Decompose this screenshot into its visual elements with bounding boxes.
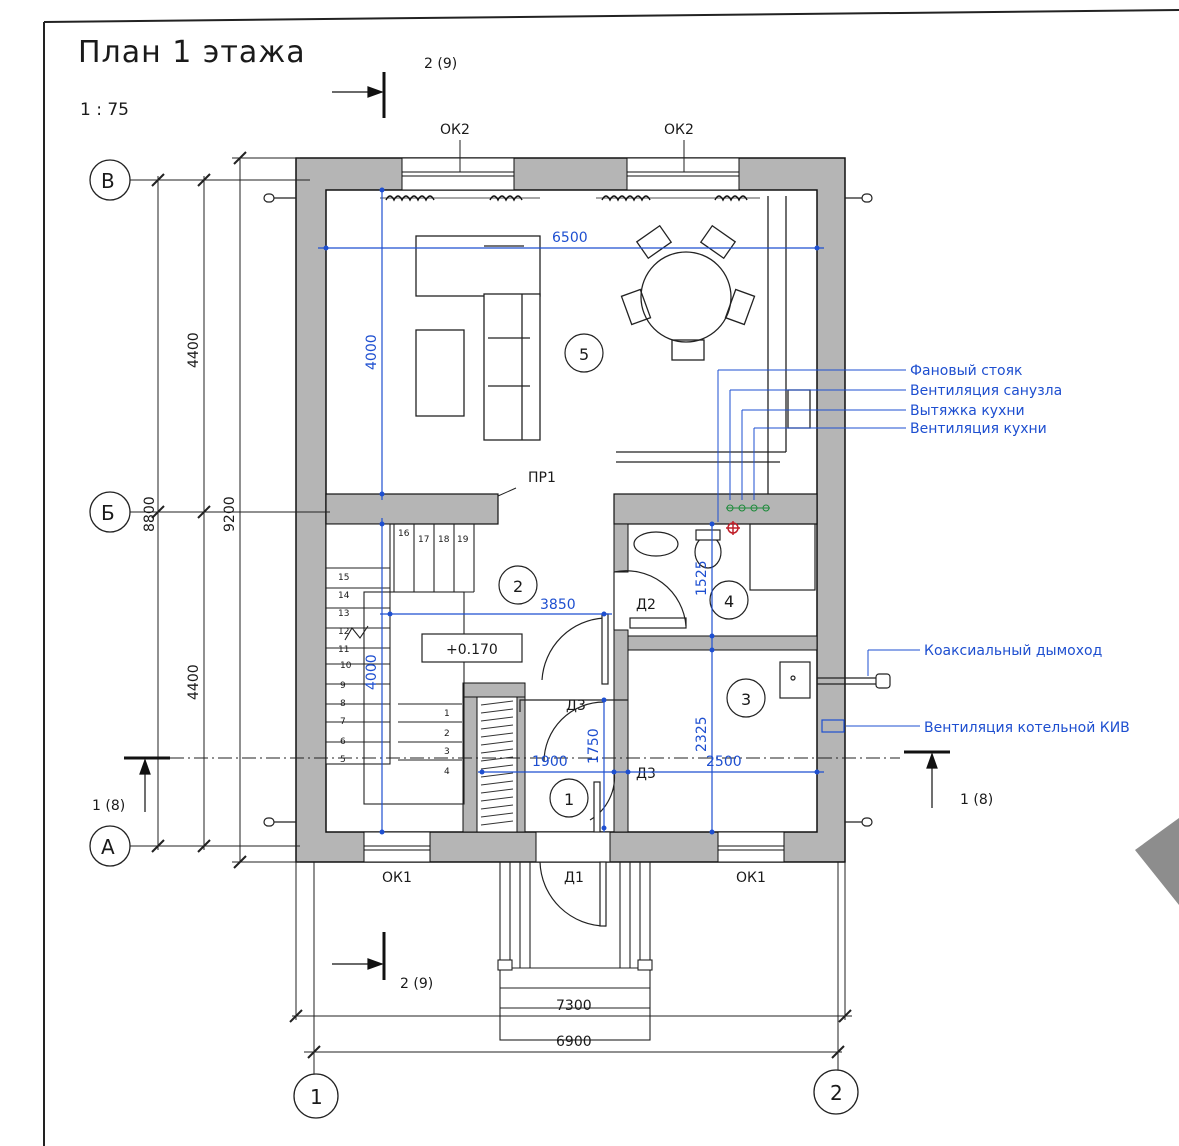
step-number: 6 [340, 737, 346, 747]
grid-lines [130, 157, 900, 1080]
axis-label-v: В [101, 169, 115, 193]
room-number-5: 5 [579, 345, 589, 364]
dim-2500: 2500 [706, 754, 742, 770]
dim-7300: 7300 [556, 998, 592, 1014]
room-number-2: 2 [513, 577, 523, 596]
annotation-riser: Фановый стояк [910, 363, 1023, 379]
riser-marker [726, 521, 740, 535]
step-number: 14 [338, 591, 350, 601]
step-number: 3 [444, 747, 450, 757]
dim-8800: 8800 [142, 496, 158, 532]
section-label-left: 1 (8) [92, 798, 125, 814]
step-number: 15 [338, 573, 349, 583]
door-label-d1: Д1 [564, 870, 584, 886]
dim-4000-top: 4000 [364, 334, 380, 370]
axis-label-a: А [101, 835, 115, 859]
window-label-ok2-right: ОК2 [664, 122, 694, 138]
step-number: 16 [398, 529, 410, 539]
section-label-top: 2 (9) [424, 56, 457, 72]
windows-bottom [363, 831, 785, 863]
step-number: 12 [338, 627, 349, 637]
door-label-d2: Д2 [636, 597, 656, 613]
sheet-border-top [43, 9, 1179, 23]
step-number: 17 [418, 535, 429, 545]
step-number: 2 [444, 729, 450, 739]
room-bubbles [498, 333, 766, 818]
walls [295, 157, 846, 863]
tick-marks [151, 151, 852, 1059]
step-number: 13 [338, 609, 349, 619]
section-markers [124, 72, 950, 980]
dim-6500: 6500 [552, 230, 588, 246]
vent-ducts [726, 504, 770, 512]
porch [497, 861, 653, 1041]
step-number: 7 [340, 717, 346, 727]
dim-6900: 6900 [556, 1034, 592, 1050]
blue-dimensions [318, 192, 824, 832]
sheet-corner-shadow [1135, 818, 1179, 905]
step-number: 1 [444, 709, 450, 719]
dim-2325: 2325 [694, 716, 710, 752]
section-label-bottom: 2 (9) [400, 976, 433, 992]
plan-scale: 1 : 75 [80, 100, 129, 120]
staircase [325, 523, 475, 805]
level-mark: +0.170 [446, 642, 498, 658]
step-number: 10 [340, 661, 352, 671]
room-number-3: 3 [741, 690, 751, 709]
leader-line [497, 487, 517, 497]
living-room-furniture [415, 196, 811, 494]
axis-label-1: 1 [310, 1085, 323, 1109]
bathroom-fixtures [629, 523, 816, 629]
annotation-hood: Вытяжка кухни [910, 403, 1025, 419]
dim-3850: 3850 [540, 597, 576, 613]
dim-1525: 1525 [694, 560, 710, 596]
level-mark-box [421, 633, 523, 663]
section-label-right: 1 (8) [960, 792, 993, 808]
step-number: 9 [340, 681, 346, 691]
opening-label-pr1: ПР1 [528, 470, 556, 486]
annotation-chimney: Коаксиальный дымоход [924, 643, 1102, 659]
door-label-d3-upper: Д3 [566, 698, 586, 714]
step-number: 11 [338, 645, 349, 655]
annotation-leaders [717, 369, 920, 727]
dim-4400-bottom: 4400 [186, 664, 202, 700]
step-number: 4 [444, 767, 450, 777]
annotation-vent-boiler: Вентиляция котельной КИВ [924, 720, 1130, 736]
section-arrows [139, 86, 938, 970]
annotation-vent-kitchen: Вентиляция кухни [910, 421, 1047, 437]
axis-bubbles [89, 159, 859, 1119]
window-label-ok1-right: ОК1 [736, 870, 766, 886]
plan-title: План 1 этажа [78, 35, 306, 70]
dim-4000-bottom: 4000 [364, 654, 380, 690]
dim-1900: 1900 [532, 754, 568, 770]
axis-label-b: Б [101, 501, 115, 525]
step-number: 5 [340, 755, 346, 765]
annotation-vent-wc: Вентиляция санузла [910, 383, 1062, 399]
doors [519, 570, 687, 927]
dim-1750: 1750 [586, 728, 602, 764]
dim-9200: 9200 [222, 496, 238, 532]
window-label-ok2-left: ОК2 [440, 122, 470, 138]
axis-label-2: 2 [830, 1081, 843, 1105]
boiler [779, 661, 891, 733]
step-number: 18 [438, 535, 450, 545]
step-number: 8 [340, 699, 346, 709]
blue-dim-ticks [323, 187, 820, 835]
wall-anchors [263, 193, 873, 827]
room-number-1: 1 [564, 790, 574, 809]
step-number: 19 [457, 535, 469, 545]
window-label-ok1-left: ОК1 [382, 870, 412, 886]
windows-top [380, 157, 760, 202]
door-label-d3-lower: Д3 [636, 766, 656, 782]
dim-4400-top: 4400 [186, 332, 202, 368]
room-number-4: 4 [724, 592, 734, 611]
